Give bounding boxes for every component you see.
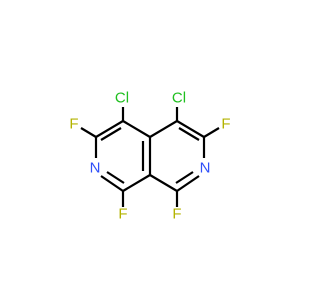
bond-c8-c8a	[149, 174, 178, 192]
atom-f-top-right: F	[221, 116, 230, 133]
atom-n-right: N	[200, 160, 211, 177]
bond-c6-f	[203, 127, 220, 138]
bond-c5-c6-inner	[178, 127, 200, 141]
atom-cl-right: Cl	[172, 90, 186, 107]
bond-n2-c1	[100, 175, 124, 192]
bond-n2-c1-inner	[106, 171, 125, 184]
atom-cl-left: Cl	[115, 90, 129, 107]
bond-c1-c8a	[122, 174, 151, 192]
bond-c4-c3-inner	[100, 127, 122, 141]
atom-labels: Cl Cl F F N N F F	[69, 90, 230, 223]
molecule-diagram: Cl Cl F F N N F F	[69, 90, 230, 223]
atom-f-bottom-left: F	[118, 206, 127, 223]
atom-n-left: N	[90, 160, 101, 177]
bond-c3-f	[80, 127, 97, 138]
bond-n7-c8	[176, 175, 200, 192]
bond-c4-c4a	[122, 120, 151, 138]
bonds	[80, 107, 220, 207]
bond-c4-c3	[95, 120, 124, 138]
bond-c5-c6	[176, 120, 205, 138]
bond-c4a-c5	[149, 120, 178, 138]
atom-f-bottom-right: F	[172, 206, 181, 223]
bond-n7-c8-inner	[175, 171, 194, 184]
atom-f-top-left: F	[69, 116, 78, 133]
